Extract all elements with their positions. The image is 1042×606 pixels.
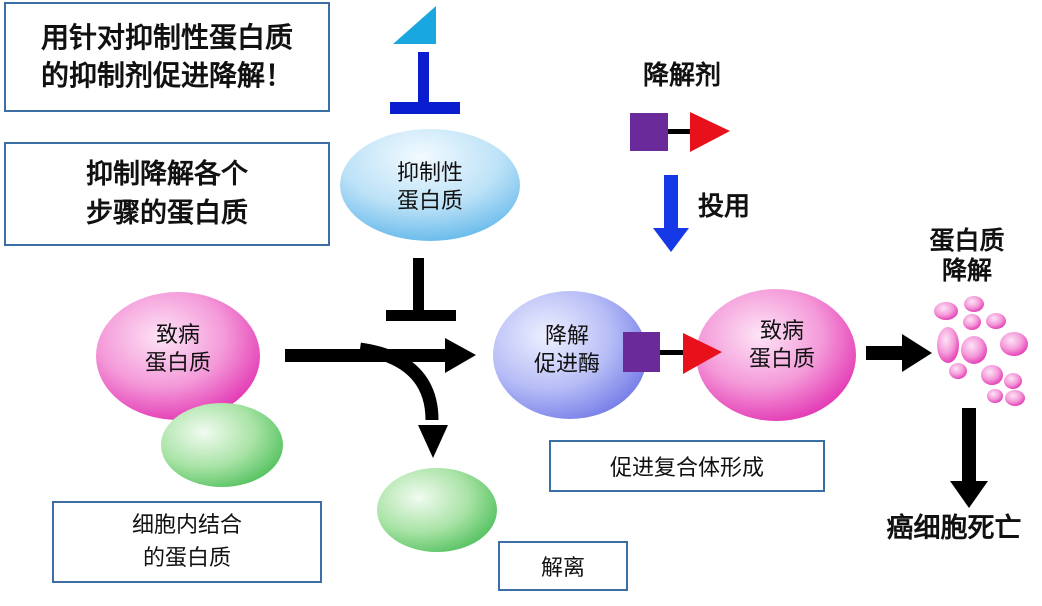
dissociated-green-protein-ellipse (377, 468, 497, 552)
administer-arrow-head (653, 228, 689, 252)
note-mid-left-line1: 抑制降解各个 (86, 158, 248, 190)
inhibition-bar-top-vertical (418, 52, 429, 106)
protein-degradation-label-line1: 蛋白质 (929, 226, 1005, 255)
fragment (987, 389, 1003, 403)
complex-degrader-square-icon (623, 332, 660, 372)
dissociation-curve-arrow (358, 342, 439, 421)
protein-fragments (934, 296, 1028, 406)
degrader-linker-line (668, 129, 694, 134)
main-arrow-head (445, 338, 476, 373)
note-bound-protein-line2: 的蛋白质 (142, 546, 231, 571)
note-dissociation-text: 解离 (540, 556, 585, 581)
pathogenic-protein-label-line1: 致病 (155, 323, 200, 348)
fragment (934, 302, 958, 320)
administer-arrow-shaft (664, 175, 678, 230)
degradation-arrow-shaft (866, 346, 906, 360)
degradation-enzyme-label-line1: 降解 (544, 324, 589, 349)
note-dissociation: 解离 (498, 541, 628, 591)
cell-death-arrow-shaft (962, 408, 976, 484)
inhibition-bar-top-horizontal (390, 102, 460, 114)
target-protein-label-line1: 致病 (759, 319, 804, 344)
inhibition-bar-black-horizontal (386, 310, 456, 321)
degrader-triangle-icon (690, 112, 730, 152)
note-bound-protein: 细胞内结合 的蛋白质 (52, 501, 322, 583)
fragment (986, 313, 1006, 329)
protein-degradation-label-line2: 降解 (941, 256, 992, 285)
degrader-square-icon (630, 113, 668, 151)
target-protein-ellipse (696, 289, 856, 421)
pathogenic-protein-ellipse (96, 292, 260, 420)
administer-label: 投用 (697, 192, 750, 222)
fragment (964, 296, 984, 312)
fragment (961, 336, 987, 364)
fragment (937, 327, 959, 363)
note-complex-formation-text: 促进复合体形成 (609, 456, 764, 481)
note-bound-protein-line1: 细胞内结合 (131, 513, 242, 538)
pathogenic-protein-label-line2: 蛋白质 (144, 350, 211, 376)
cell-death-arrow-head (950, 481, 988, 508)
note-top-left-line2: 的抑制剂促进降解！ (40, 59, 293, 92)
inhibitory-protein-label: 抑制性 蛋白质 (370, 160, 490, 215)
fragment (963, 314, 981, 330)
target-protein-label-line2: 蛋白质 (748, 346, 815, 372)
inhibitory-protein-label-line2: 蛋白质 (396, 188, 463, 214)
complex-degrader-triangle-icon (683, 333, 722, 374)
degradation-enzyme-label-line2: 促进酶 (533, 351, 600, 377)
fragment (949, 363, 967, 379)
degradation-arrow-head (902, 334, 932, 372)
pathogenic-protein-label: 致病 蛋白质 (118, 322, 238, 377)
fragment (981, 365, 1003, 385)
bound-green-protein-ellipse (161, 403, 283, 487)
cell-death-label: 癌细胞死亡 (886, 513, 1022, 544)
note-complex-formation: 促进复合体形成 (549, 440, 825, 492)
note-top-left-line1: 用针对抑制性蛋白质 (40, 21, 293, 55)
degradation-enzyme-ellipse (493, 291, 647, 419)
inhibition-bar-black-vertical (413, 258, 424, 314)
note-top-left: 用针对抑制性蛋白质 的抑制剂促进降解！ (4, 2, 330, 112)
note-mid-left-line2: 步骤的蛋白质 (86, 198, 248, 229)
inhibitory-protein-ellipse (340, 129, 520, 241)
degrader-label: 降解剂 (642, 61, 721, 91)
target-protein-label: 致病 蛋白质 (722, 318, 842, 373)
fragment (1005, 390, 1025, 406)
dissociation-arrow-head (418, 425, 448, 458)
fragment (1004, 373, 1022, 389)
fragment (1000, 332, 1028, 356)
protein-degradation-label: 蛋白质 降解 (912, 226, 1022, 286)
note-mid-left: 抑制降解各个 步骤的蛋白质 (4, 142, 330, 246)
inhibitor-triangle-icon (393, 6, 436, 44)
inhibitory-protein-label-line1: 抑制性 (396, 161, 463, 186)
degradation-enzyme-label: 降解 促进酶 (512, 323, 622, 378)
complex-linker-line (660, 350, 686, 355)
